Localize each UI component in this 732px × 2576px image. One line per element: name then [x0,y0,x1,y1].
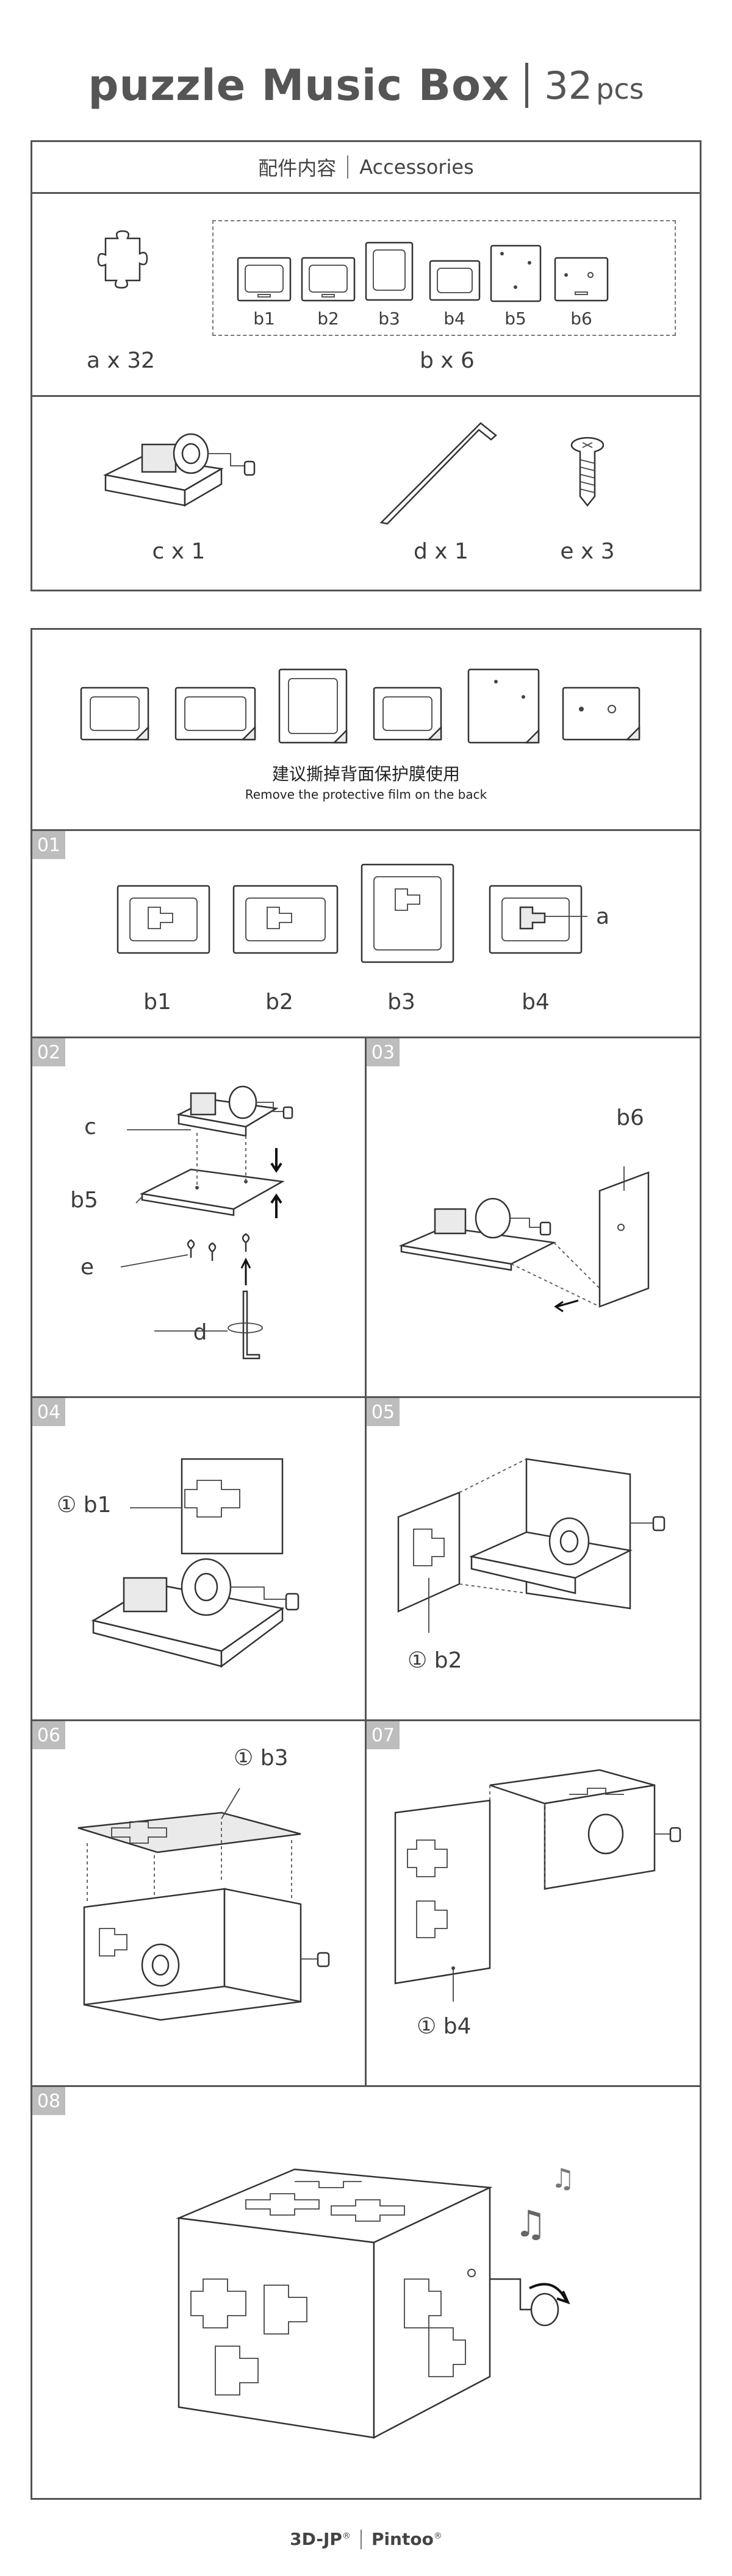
footer-brand-pintoo: Pintoo® [371,2529,442,2549]
board-b3-label: b3 [378,309,400,329]
step-01-label-a: a [595,904,610,929]
svg-text:♫: ♫ [551,2163,575,2194]
item-b-label: b x 6 [420,348,475,373]
board-b4-label: b4 [443,309,465,329]
step-08: 08 ♫ ♫ [32,2087,700,2498]
step-01-label-b1: b1 [143,990,171,1015]
header-divider [525,63,529,108]
step-03-label-b6: b6 [616,1105,644,1130]
step-07-illustration [394,1769,681,2002]
board-b2-icon [301,257,356,302]
item-a-label: a x 32 [86,348,156,373]
step-01-label-b2: b2 [265,990,293,1015]
board-b6-icon [554,257,609,302]
step-number-05: 05 [367,1398,400,1426]
title-divider [347,155,349,179]
step-02-label-b5: b5 [70,1188,98,1213]
accessories-title-cn: 配件内容 [258,157,337,180]
board-b4-icon [429,260,481,301]
registered-mark: ® [342,2531,351,2541]
accessories-title-en: Accessories [359,155,474,179]
step-01-label-b4: b4 [522,990,550,1015]
hex-key-icon [379,422,497,525]
step-02-label-e: e [80,1255,95,1280]
step-02-label-c: c [84,1115,96,1140]
music-movement-icon [103,433,256,507]
step-number-07: 07 [367,1721,400,1749]
steps-row-02-03: 02 03 c b5 e d [32,1038,700,1398]
board-b5-icon [490,244,542,302]
accessories-row-1: a x 32 b1 b2 b3 b4 b5 b6 b x 6 [32,196,700,397]
step-number-06: 06 [32,1721,65,1749]
item-e-label: e x 3 [560,539,615,564]
peel-note-cn: 建议撕掉背面保护膜使用 [271,764,460,784]
step-02-label-d: d [193,1320,207,1345]
svg-text:♫: ♫ [514,2203,547,2246]
accessories-title: 配件内容 Accessories [32,142,700,194]
step-06-illustration [77,1788,330,2021]
piece-count-number: 32 [544,63,593,108]
board-b1-label: b1 [253,309,275,329]
step-01: 01 a b1 b2 b3 b4 [32,831,700,1038]
step-number-03: 03 [367,1038,400,1066]
step-01-label-b3: b3 [387,990,415,1015]
registered-mark: ® [433,2531,442,2541]
peel-note-en: Remove the protective film on the back [245,787,487,802]
item-d-label: d x 1 [414,539,468,564]
page-footer: 3D-JP® Pintoo® [0,2529,732,2549]
board-b6-label: b6 [570,309,592,329]
peel-section: 建议撕掉背面保护膜使用 Remove the protective film o… [32,630,700,831]
column-divider [365,1038,367,1398]
step-05-label-b2: ① b2 [407,1648,462,1673]
boards-group [212,220,676,336]
brand-title: puzzle Music Box [88,60,510,110]
board-b3-icon [365,241,414,301]
accessories-panel: 配件内容 Accessories a x 32 b1 b2 b3 [30,140,702,591]
steps-row-06-07: 06 07 ① b3 ① b4 [32,1721,700,2087]
accessories-row-2: c x 1 d x 1 e x 3 [32,399,700,591]
final-box-illustration: ♫ ♫ [176,2163,575,2439]
step-06-label-b3: ① b3 [234,1746,289,1771]
steps-row-04-05: 04 05 ① b1 ① b2 [32,1398,700,1721]
instructions-panel: 建议撕掉背面保护膜使用 Remove the protective film o… [30,628,702,2500]
step-07-label-b4: ① b4 [417,2014,472,2039]
step-04-illustration [91,1458,300,1668]
item-c-label: c x 1 [152,539,206,564]
board-b2-label: b2 [317,309,339,329]
footer-brand-3djp: 3D-JP® [290,2529,351,2549]
board-b5-label: b5 [504,309,526,329]
step-number-02: 02 [32,1038,65,1066]
step-02-illustration [120,1085,293,1360]
step-number-04: 04 [32,1398,65,1426]
step-05-illustration [397,1458,666,1633]
step-number-08: 08 [32,2087,65,2115]
step-number: 01 [32,831,65,859]
step-01-illustration [117,863,587,963]
footer-divider [360,2529,362,2549]
step-03-illustration [398,1166,650,1313]
peel-boards-illustration [80,668,640,744]
column-divider [365,1398,367,1721]
step-04-label-b1: ① b1 [57,1493,112,1518]
puzzle-piece-icon [97,230,148,289]
board-b1-icon [237,257,292,302]
column-divider [365,1721,367,2087]
screw-icon [570,437,605,507]
piece-count-unit: pcs [596,72,644,105]
